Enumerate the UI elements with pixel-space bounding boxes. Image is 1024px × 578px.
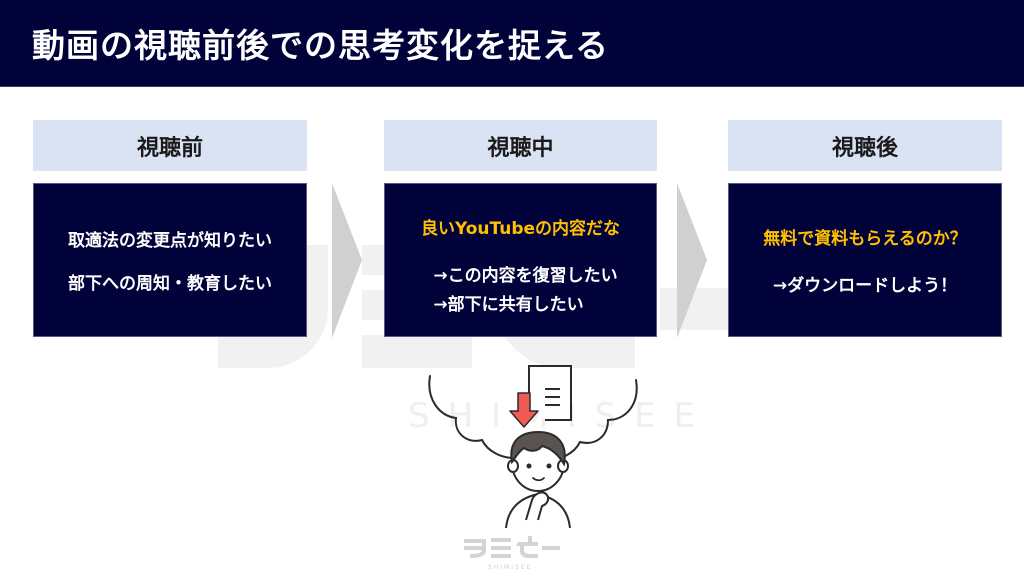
step-line: →部下に共有したい — [433, 295, 584, 315]
step-box-during: 良いYouTubeの内容だな →この内容を復習したい →部下に共有したい — [384, 183, 657, 337]
step-header-after: 視聴後 — [728, 120, 1002, 171]
page-title: 動画の視聴前後での思考変化を捉える — [32, 26, 610, 65]
step-header-before: 視聴前 — [33, 120, 307, 171]
step-line-highlight: 無料で資料もらえるのか？ — [763, 229, 967, 249]
step-line: 取適法の変更点が知りたい — [68, 231, 272, 251]
thinking-person-illustration — [428, 365, 638, 528]
step-sublines: →この内容を復習したい →部下に共有したい — [433, 261, 617, 315]
chevron-right-icon — [677, 183, 707, 338]
step-line-highlight: 良いYouTubeの内容だな — [420, 219, 621, 239]
person-icon — [505, 430, 571, 528]
thought-cloud-icon — [428, 375, 638, 461]
step-line: →ダウンロードしよう！ — [772, 276, 958, 296]
step-header-during: 視聴中 — [384, 120, 657, 171]
step-line: 部下への周知・教育したい — [68, 274, 272, 294]
step-box-after: 無料で資料もらえるのか？ →ダウンロードしよう！ — [728, 183, 1002, 337]
watermark-shape — [362, 335, 472, 368]
chevron-right-icon — [332, 183, 362, 338]
document-icon — [528, 365, 572, 421]
shimisee-logo — [464, 536, 560, 558]
title-bar: 動画の視聴前後での思考変化を捉える — [0, 0, 1024, 87]
step-box-before: 取適法の変更点が知りたい 部下への周知・教育したい — [33, 183, 307, 337]
footer-logo-subtext: SHIMISEE — [488, 564, 533, 571]
download-arrow-icon — [509, 392, 539, 428]
step-line: →この内容を復習したい — [433, 266, 618, 286]
